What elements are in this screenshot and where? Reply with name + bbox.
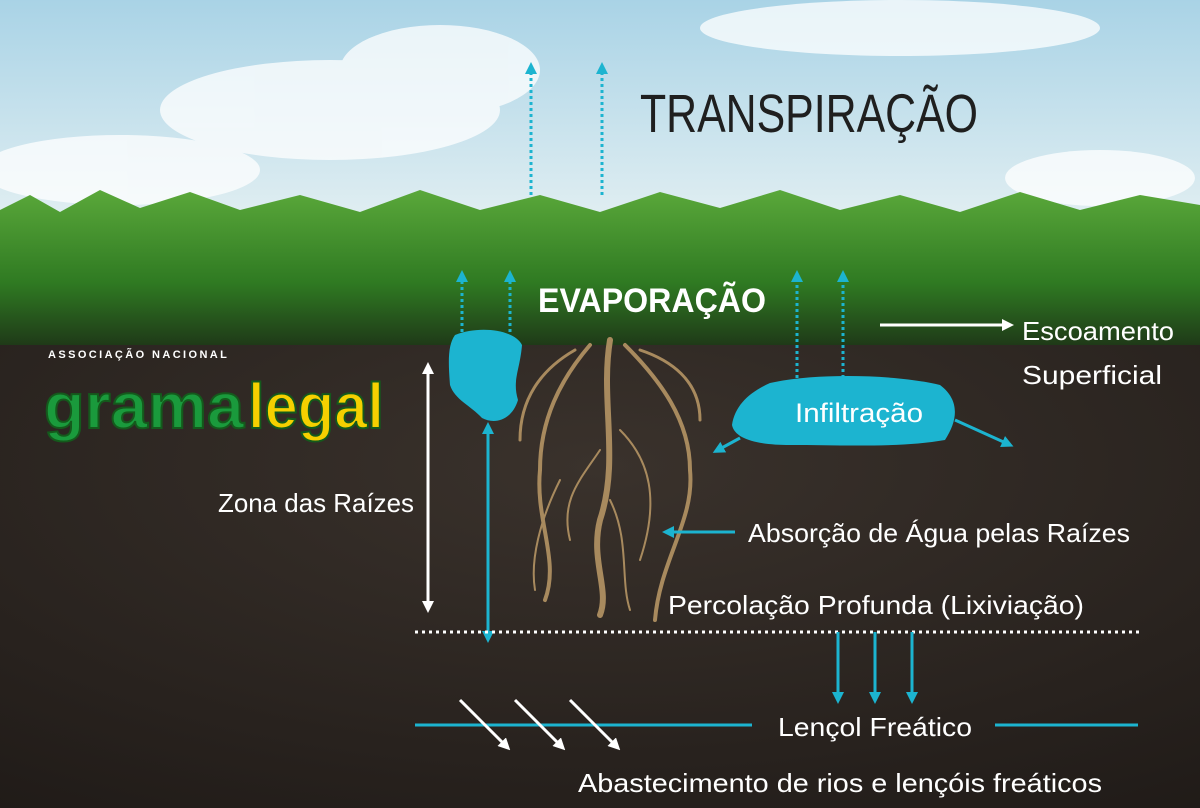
logo-name-grama: grama (44, 370, 244, 442)
supply-label: Abastecimento de rios e lençóis freático… (578, 768, 1102, 798)
infiltration-arrow-right (954, 418, 1014, 447)
infiltration-arrow-left (712, 436, 741, 453)
grass (0, 190, 1200, 345)
water-table-label: Lençol Freático (778, 712, 972, 742)
runoff-label-line2: Superficial (1022, 360, 1162, 390)
logo-name-legal: legal (248, 370, 384, 442)
percolation-arrows (832, 632, 918, 704)
gramalegal-logo: ASSOCIAÇÃO NACIONAL grama legal (43, 348, 385, 443)
infiltration-water-blob (732, 376, 955, 446)
root-zone-label: Zona das Raízes (218, 488, 414, 518)
logo-tagline: ASSOCIAÇÃO NACIONAL (48, 348, 229, 361)
runoff-label-line1: Escoamento (1022, 316, 1174, 346)
transpiration-label: TRANSPIRAÇÃO (640, 84, 978, 144)
roots-illustration (518, 337, 702, 622)
root-absorption-label: Absorção de Água pelas Raízes (748, 518, 1130, 548)
evaporation-label: EVAPORAÇÃO (538, 282, 766, 320)
evaporation-arrows (456, 270, 849, 378)
evaporation-water-blob (448, 329, 522, 421)
clouds (0, 0, 1195, 206)
infiltration-label: Infiltração (795, 398, 923, 428)
supply-arrows (458, 698, 621, 751)
deep-percolation-label: Percolação Profunda (Lixiviação) (668, 590, 1084, 620)
